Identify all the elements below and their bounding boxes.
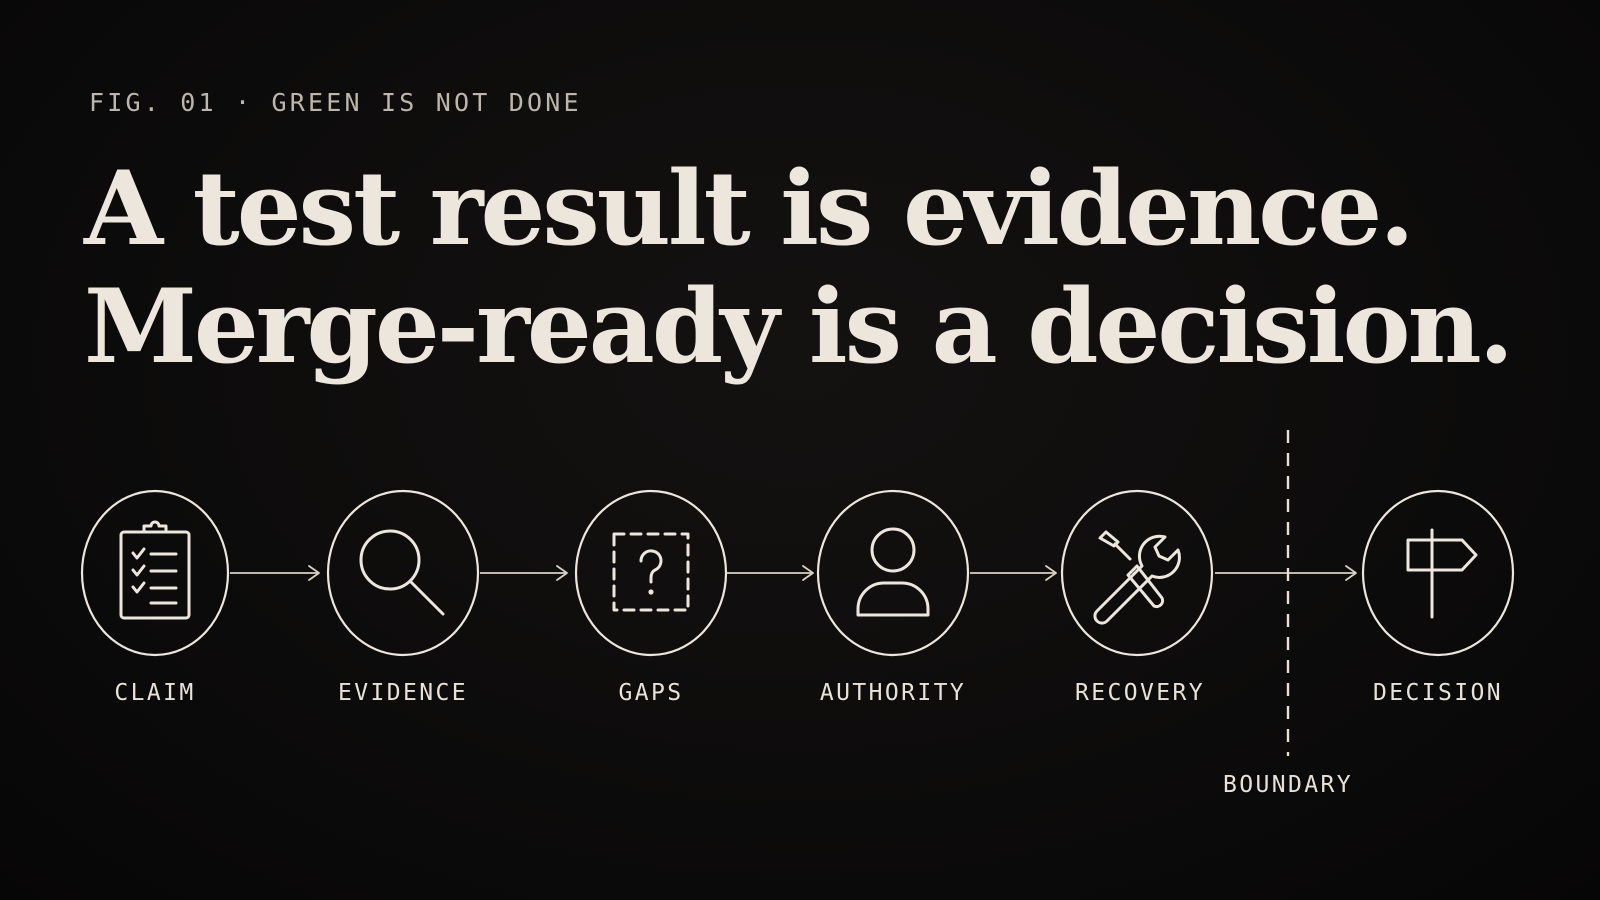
- person-icon: [856, 527, 930, 617]
- signpost-icon: [1406, 528, 1478, 619]
- step-node-decision: [1361, 489, 1515, 657]
- connector-recovery-decision: [1215, 565, 1357, 581]
- boundary-label: BOUNDARY: [1223, 772, 1353, 798]
- step-node-claim: [80, 489, 230, 657]
- wrench-screwdriver-icon: [1093, 530, 1181, 625]
- connector-gaps-authority: [726, 565, 814, 581]
- step-label-decision: DECISION: [1373, 680, 1503, 706]
- magnifying-glass-icon: [359, 529, 445, 616]
- figure-label: FIG. 01 · GREEN IS NOT DONE: [89, 88, 582, 117]
- connector-authority-recovery: [970, 565, 1057, 581]
- headline-line-2: Merge-ready is a decision.: [84, 267, 1514, 387]
- connector-claim-evidence: [230, 565, 320, 581]
- step-label-recovery: RECOVERY: [1075, 680, 1205, 706]
- clipboard-checklist-icon: [119, 520, 191, 620]
- step-label-authority: AUTHORITY: [819, 680, 967, 706]
- step-node-evidence: [326, 489, 480, 657]
- headline-line-1: A test result is evidence.: [84, 149, 1415, 269]
- step-label-evidence: EVIDENCE: [338, 680, 468, 706]
- connector-evidence-gaps: [480, 565, 568, 581]
- step-label-claim: CLAIM: [114, 680, 196, 706]
- dashed-question-box-icon: [612, 532, 690, 612]
- step-node-authority: [816, 489, 970, 657]
- step-label-gaps: GAPS: [618, 680, 684, 706]
- step-node-recovery: [1060, 489, 1214, 657]
- step-node-gaps: [574, 489, 728, 657]
